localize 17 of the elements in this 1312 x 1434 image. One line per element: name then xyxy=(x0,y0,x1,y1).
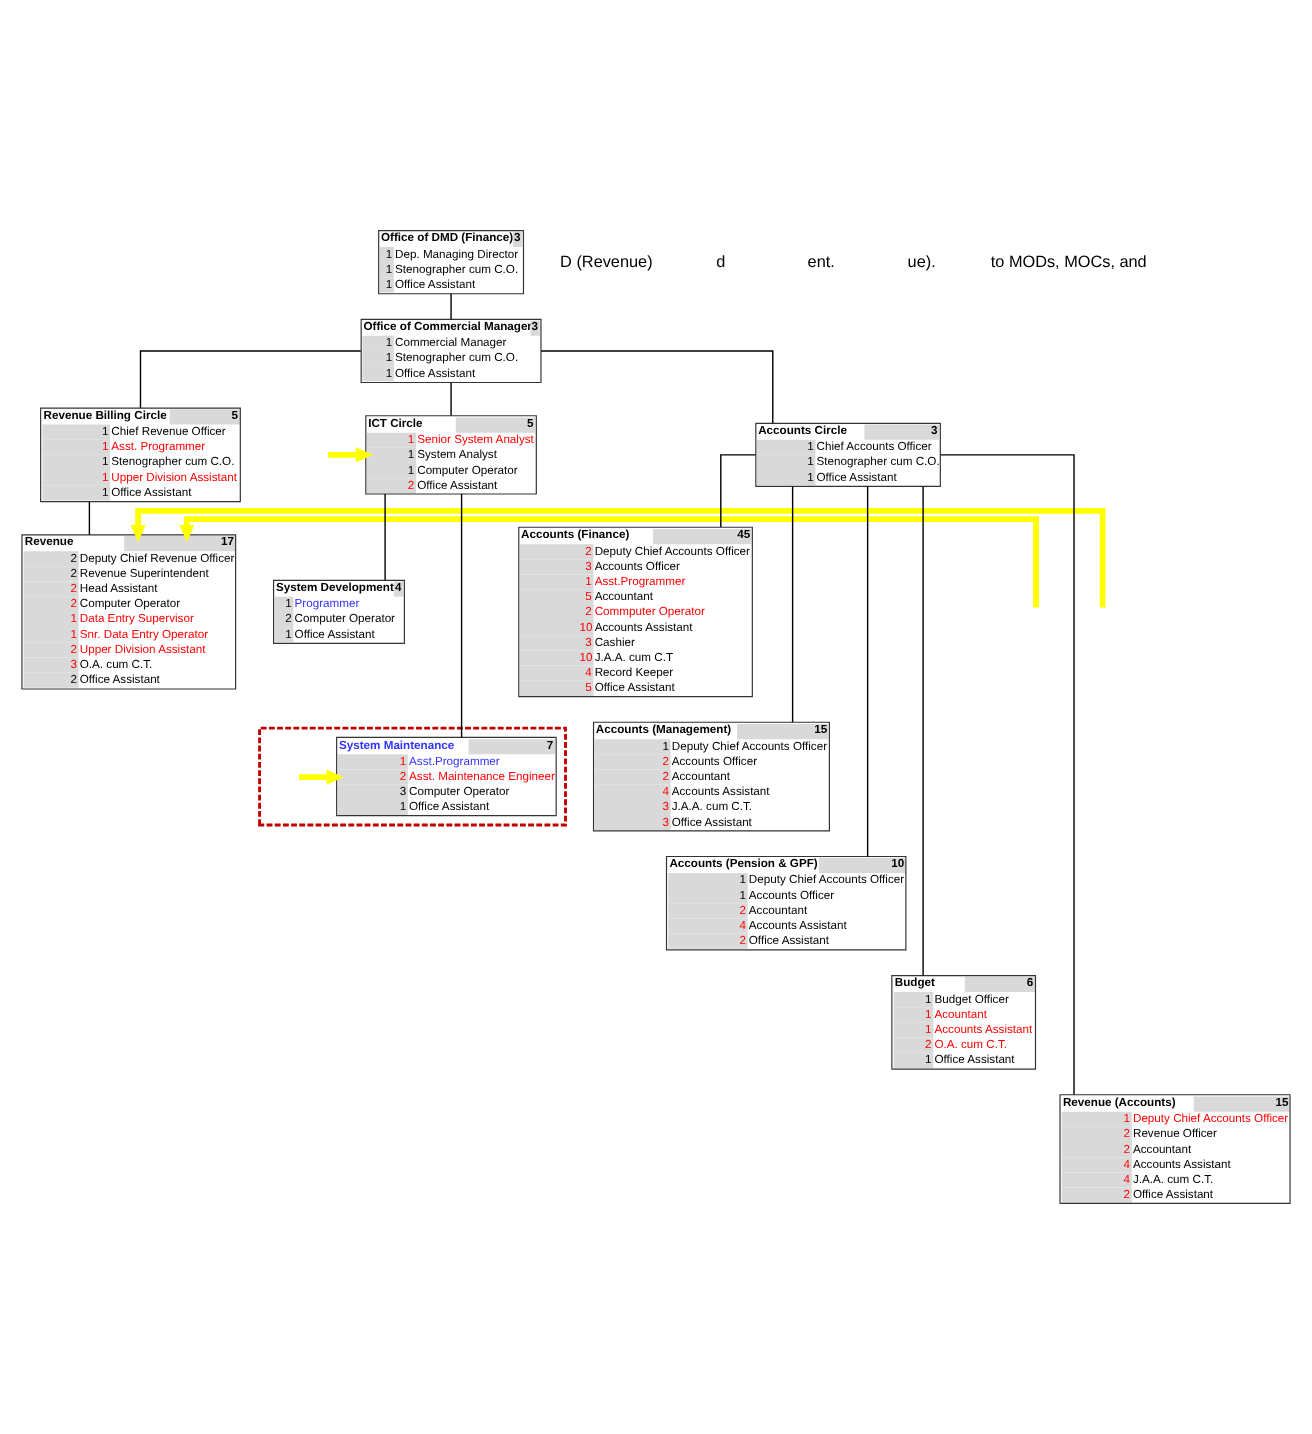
connector xyxy=(540,350,774,424)
connector xyxy=(139,350,362,409)
connector xyxy=(384,493,386,581)
connector xyxy=(922,485,924,977)
connector xyxy=(939,454,1075,1096)
connector xyxy=(450,293,452,320)
connector xyxy=(720,454,757,528)
connector xyxy=(866,485,869,858)
cluster xyxy=(258,726,567,827)
connector xyxy=(460,493,463,738)
arrow xyxy=(179,516,1039,608)
connector xyxy=(88,501,91,536)
arrow xyxy=(299,769,344,785)
arrow xyxy=(130,508,1106,608)
arrow xyxy=(328,447,373,463)
connector xyxy=(450,382,452,417)
connector xyxy=(791,485,794,723)
